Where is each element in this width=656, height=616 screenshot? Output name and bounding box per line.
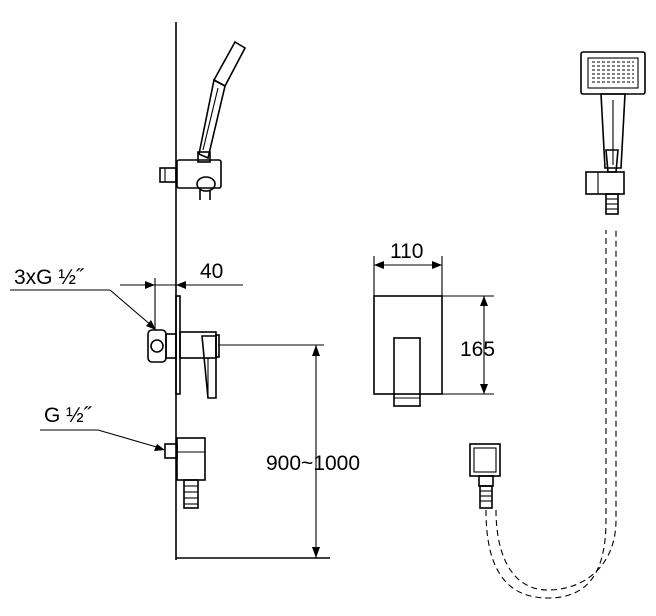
hand-shower-front [580, 51, 646, 173]
label-mount-height: 900~1000 [266, 452, 360, 475]
leader-inlet-thread [10, 289, 156, 330]
spray-nozzles [592, 61, 634, 83]
label-outlet-thread: G ½˝ [44, 404, 93, 427]
dim-plate-width [373, 256, 443, 296]
wall-holder-bracket [159, 159, 222, 200]
leader-outlet-thread [40, 429, 165, 451]
wall-outlet-elbow [164, 437, 206, 509]
label-inlet-thread: 3xG ½˝ [14, 266, 85, 289]
label-plate-height: 165 [460, 338, 495, 361]
dim-plate-height [442, 295, 494, 395]
label-depth: 40 [200, 260, 223, 283]
dim-mount-height [218, 344, 324, 558]
label-plate-width: 110 [390, 240, 423, 263]
shower-hose [485, 230, 617, 599]
dim-depth-40 [120, 278, 243, 330]
wall-hand-shower [197, 40, 247, 163]
wall-outlet-front [469, 443, 501, 509]
plate-front-view [373, 295, 443, 407]
mixer-valve-side [147, 295, 220, 399]
hand-shower-holder-front [585, 171, 625, 215]
